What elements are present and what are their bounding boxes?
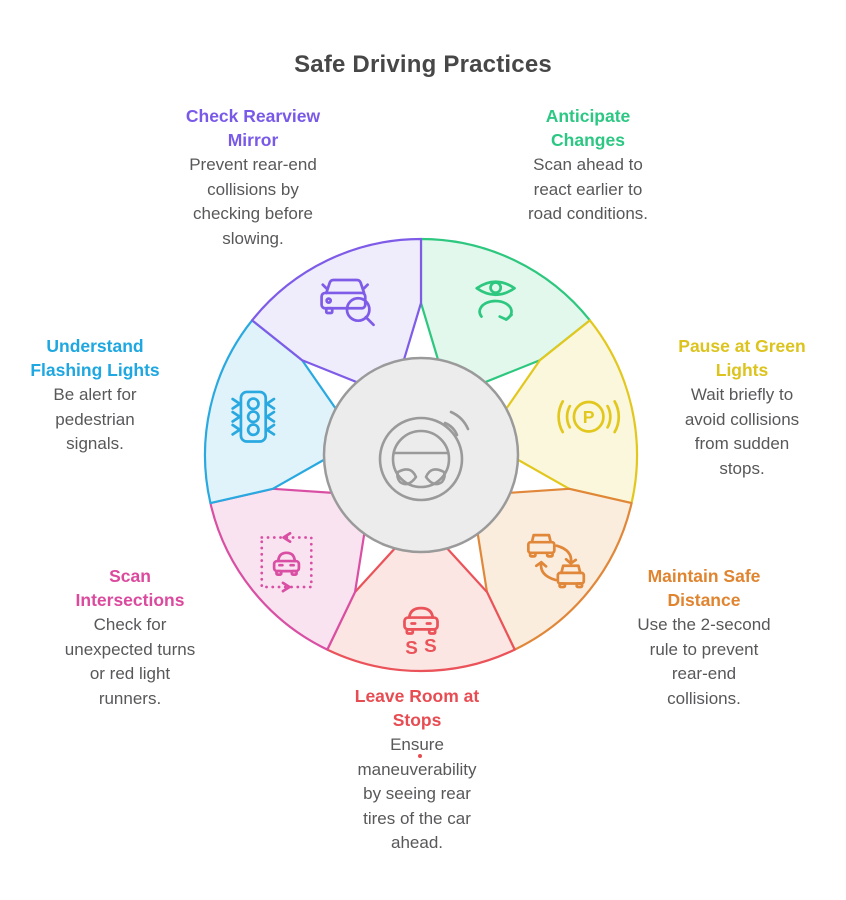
callout-heading: Anticipate Changes xyxy=(545,106,631,150)
car-magnifier-icon xyxy=(320,278,375,327)
callout-heading: Scan Intersections xyxy=(75,566,185,610)
svg-text:S: S xyxy=(424,636,437,657)
callout-body: Wait briefly to avoid collisions from su… xyxy=(684,385,800,478)
callout-body: Be alert for pedestrian signals. xyxy=(53,385,137,453)
stray-dot xyxy=(418,754,422,758)
hub-circle xyxy=(322,356,520,554)
callout-maintain-safe-distance: Maintain Safe Distance Use the 2-second … xyxy=(614,564,794,711)
callout-anticipate-changes: Anticipate Changes Scan ahead to react e… xyxy=(493,104,683,227)
brake-warning-icon: P xyxy=(557,400,621,434)
callout-scan-intersections: Scan Intersections Check for unexpected … xyxy=(40,564,220,711)
callout-leave-room-at-stops: Leave Room at Stops Ensure maneuverabili… xyxy=(322,684,512,856)
callout-body: Prevent rear-end collisions by checking … xyxy=(189,155,317,248)
callout-heading: Maintain Safe Distance xyxy=(647,566,761,610)
car-skid-icon: S S xyxy=(403,606,439,659)
callout-heading: Leave Room at Stops xyxy=(354,686,480,730)
callout-heading: Check Rearview Mirror xyxy=(185,106,321,150)
callout-heading: Pause at Green Lights xyxy=(678,336,806,380)
callout-pause-at-green-lights: Pause at Green Lights Wait briefly to av… xyxy=(652,334,832,481)
callout-body: Ensure maneuverability by seeing rear ti… xyxy=(357,735,477,852)
car-scan-box-icon xyxy=(260,531,313,593)
callout-understand-flashing-lights: Understand Flashing Lights Be alert for … xyxy=(5,334,185,457)
steering-wheel-icon xyxy=(378,410,470,502)
traffic-light-icon xyxy=(231,390,276,443)
callout-check-rearview-mirror: Check Rearview Mirror Prevent rear-end c… xyxy=(158,104,348,251)
callout-body: Scan ahead to react earlier to road cond… xyxy=(527,155,649,223)
callout-heading: Understand Flashing Lights xyxy=(30,336,160,380)
callout-body: Use the 2-second rule to prevent rear-en… xyxy=(637,615,771,708)
svg-text:S: S xyxy=(405,638,418,659)
eye-refresh-icon xyxy=(475,280,516,321)
page-title: Safe Driving Practices xyxy=(294,51,552,78)
car-distance-icon xyxy=(526,533,586,589)
callout-body: Check for unexpected turns or red light … xyxy=(64,615,196,708)
svg-text:P: P xyxy=(583,407,595,427)
